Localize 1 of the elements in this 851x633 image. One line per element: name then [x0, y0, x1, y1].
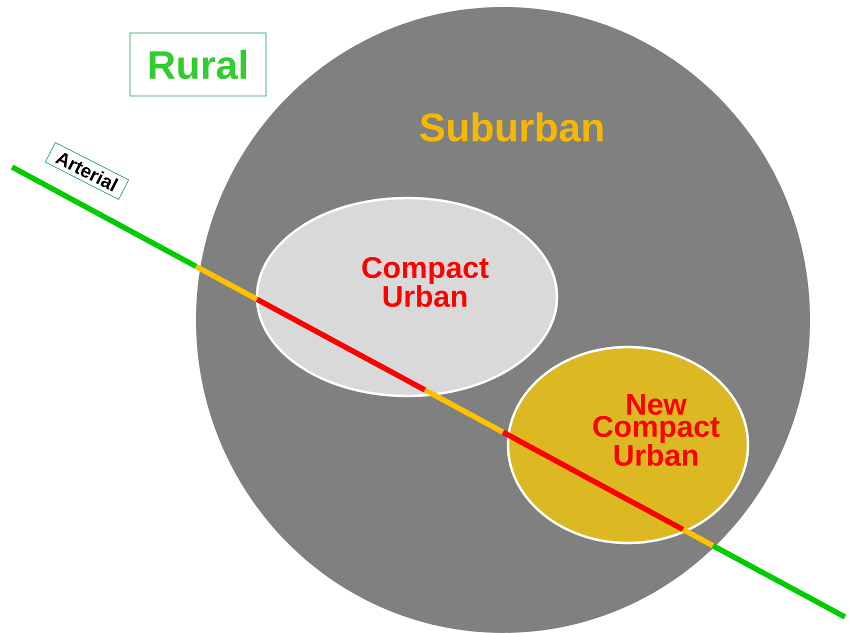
region-label: Rural — [130, 32, 266, 96]
